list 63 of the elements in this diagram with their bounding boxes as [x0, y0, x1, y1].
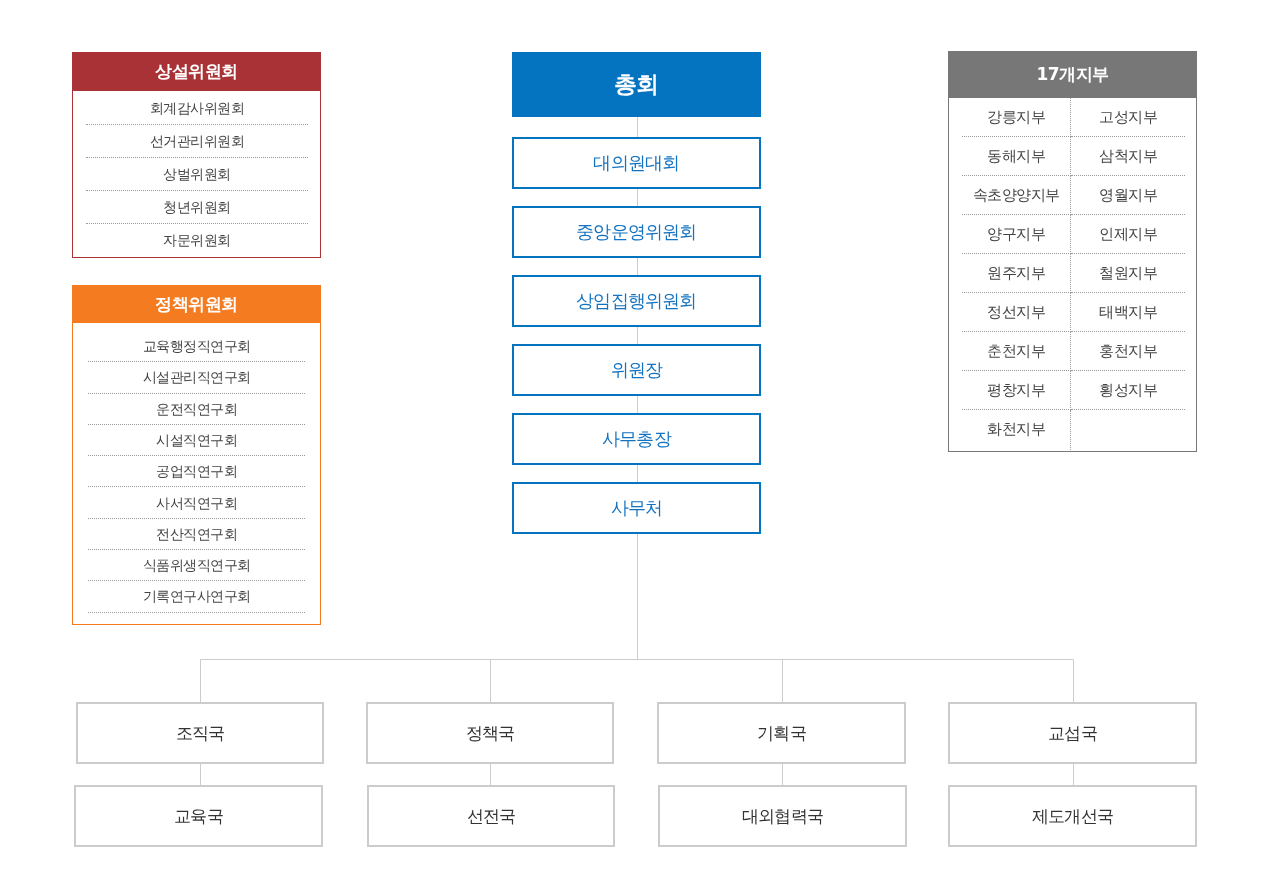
panel-heading: 정책위원회 — [72, 285, 321, 323]
connector-line — [782, 763, 783, 786]
list-item: 회계감사위원회 — [86, 92, 308, 125]
list-item: 인제지부 — [1071, 215, 1185, 254]
connector-line — [200, 763, 201, 786]
list-item: 상벌위원회 — [86, 158, 308, 191]
org-box: 대의원대회 — [512, 137, 761, 189]
list-item: 홍천지부 — [1071, 332, 1185, 371]
list-item: 강릉지부 — [962, 98, 1071, 137]
connector-line — [637, 188, 638, 207]
list-item: 철원지부 — [1071, 254, 1185, 293]
list-item: 사서직연구회 — [88, 487, 305, 519]
connector-line — [637, 257, 638, 276]
list-item: 양구지부 — [962, 215, 1071, 254]
list-item: 청년위원회 — [86, 191, 308, 224]
org-box: 사무총장 — [512, 413, 761, 465]
connector-line — [637, 116, 638, 138]
connector-line — [1073, 763, 1074, 786]
org-box: 총회 — [512, 52, 761, 117]
list-item: 영월지부 — [1071, 176, 1185, 215]
org-box: 제도개선국 — [948, 785, 1197, 847]
list-item: 속초양양지부 — [962, 176, 1071, 215]
org-box: 정책국 — [366, 702, 614, 764]
list-item: 동해지부 — [962, 137, 1071, 176]
list-item: 기록연구사연구회 — [88, 581, 305, 613]
org-box: 위원장 — [512, 344, 761, 396]
list-item: 교육행정직연구회 — [88, 331, 305, 363]
list-panel — [72, 52, 321, 258]
list-item: 화천지부 — [962, 410, 1071, 450]
connector-line — [490, 763, 491, 786]
org-box: 대외협력국 — [658, 785, 907, 847]
list-item: 평창지부 — [962, 371, 1071, 410]
list-panel — [948, 51, 1197, 452]
list-item: 원주지부 — [962, 254, 1071, 293]
list-item: 횡성지부 — [1071, 371, 1185, 410]
list-item: 정선지부 — [962, 293, 1071, 332]
list-item: 운전직연구회 — [88, 393, 305, 425]
org-box: 중앙운영위원회 — [512, 206, 761, 258]
list-item: 선거관리위원회 — [86, 125, 308, 158]
panel-heading: 상설위원회 — [72, 52, 321, 91]
org-box: 조직국 — [76, 702, 324, 764]
list-item: 시설관리직연구회 — [88, 362, 305, 394]
org-box: 교섭국 — [948, 702, 1197, 764]
connector-line — [637, 326, 638, 345]
list-item: 고성지부 — [1071, 98, 1185, 137]
org-box: 기획국 — [657, 702, 906, 764]
connector-line — [637, 395, 638, 414]
org-box: 교육국 — [74, 785, 323, 847]
list-item: 시설직연구회 — [88, 424, 305, 457]
org-box: 상임집행위원회 — [512, 275, 761, 327]
list-item: 춘천지부 — [962, 332, 1071, 371]
list-item: 태백지부 — [1071, 293, 1185, 332]
list-item: 전산직연구회 — [88, 518, 305, 551]
connector-line — [637, 464, 638, 483]
list-item: 공업직연구회 — [88, 456, 305, 488]
list-panel — [72, 285, 321, 625]
org-box: 사무처 — [512, 482, 761, 534]
list-item: 식품위생직연구회 — [88, 550, 305, 582]
connector-line — [200, 533, 1074, 703]
list-item: 삼척지부 — [1071, 137, 1185, 176]
list-item: 자문위원회 — [162, 231, 232, 250]
org-box: 선전국 — [367, 785, 615, 847]
panel-heading: 17개지부 — [948, 51, 1197, 98]
